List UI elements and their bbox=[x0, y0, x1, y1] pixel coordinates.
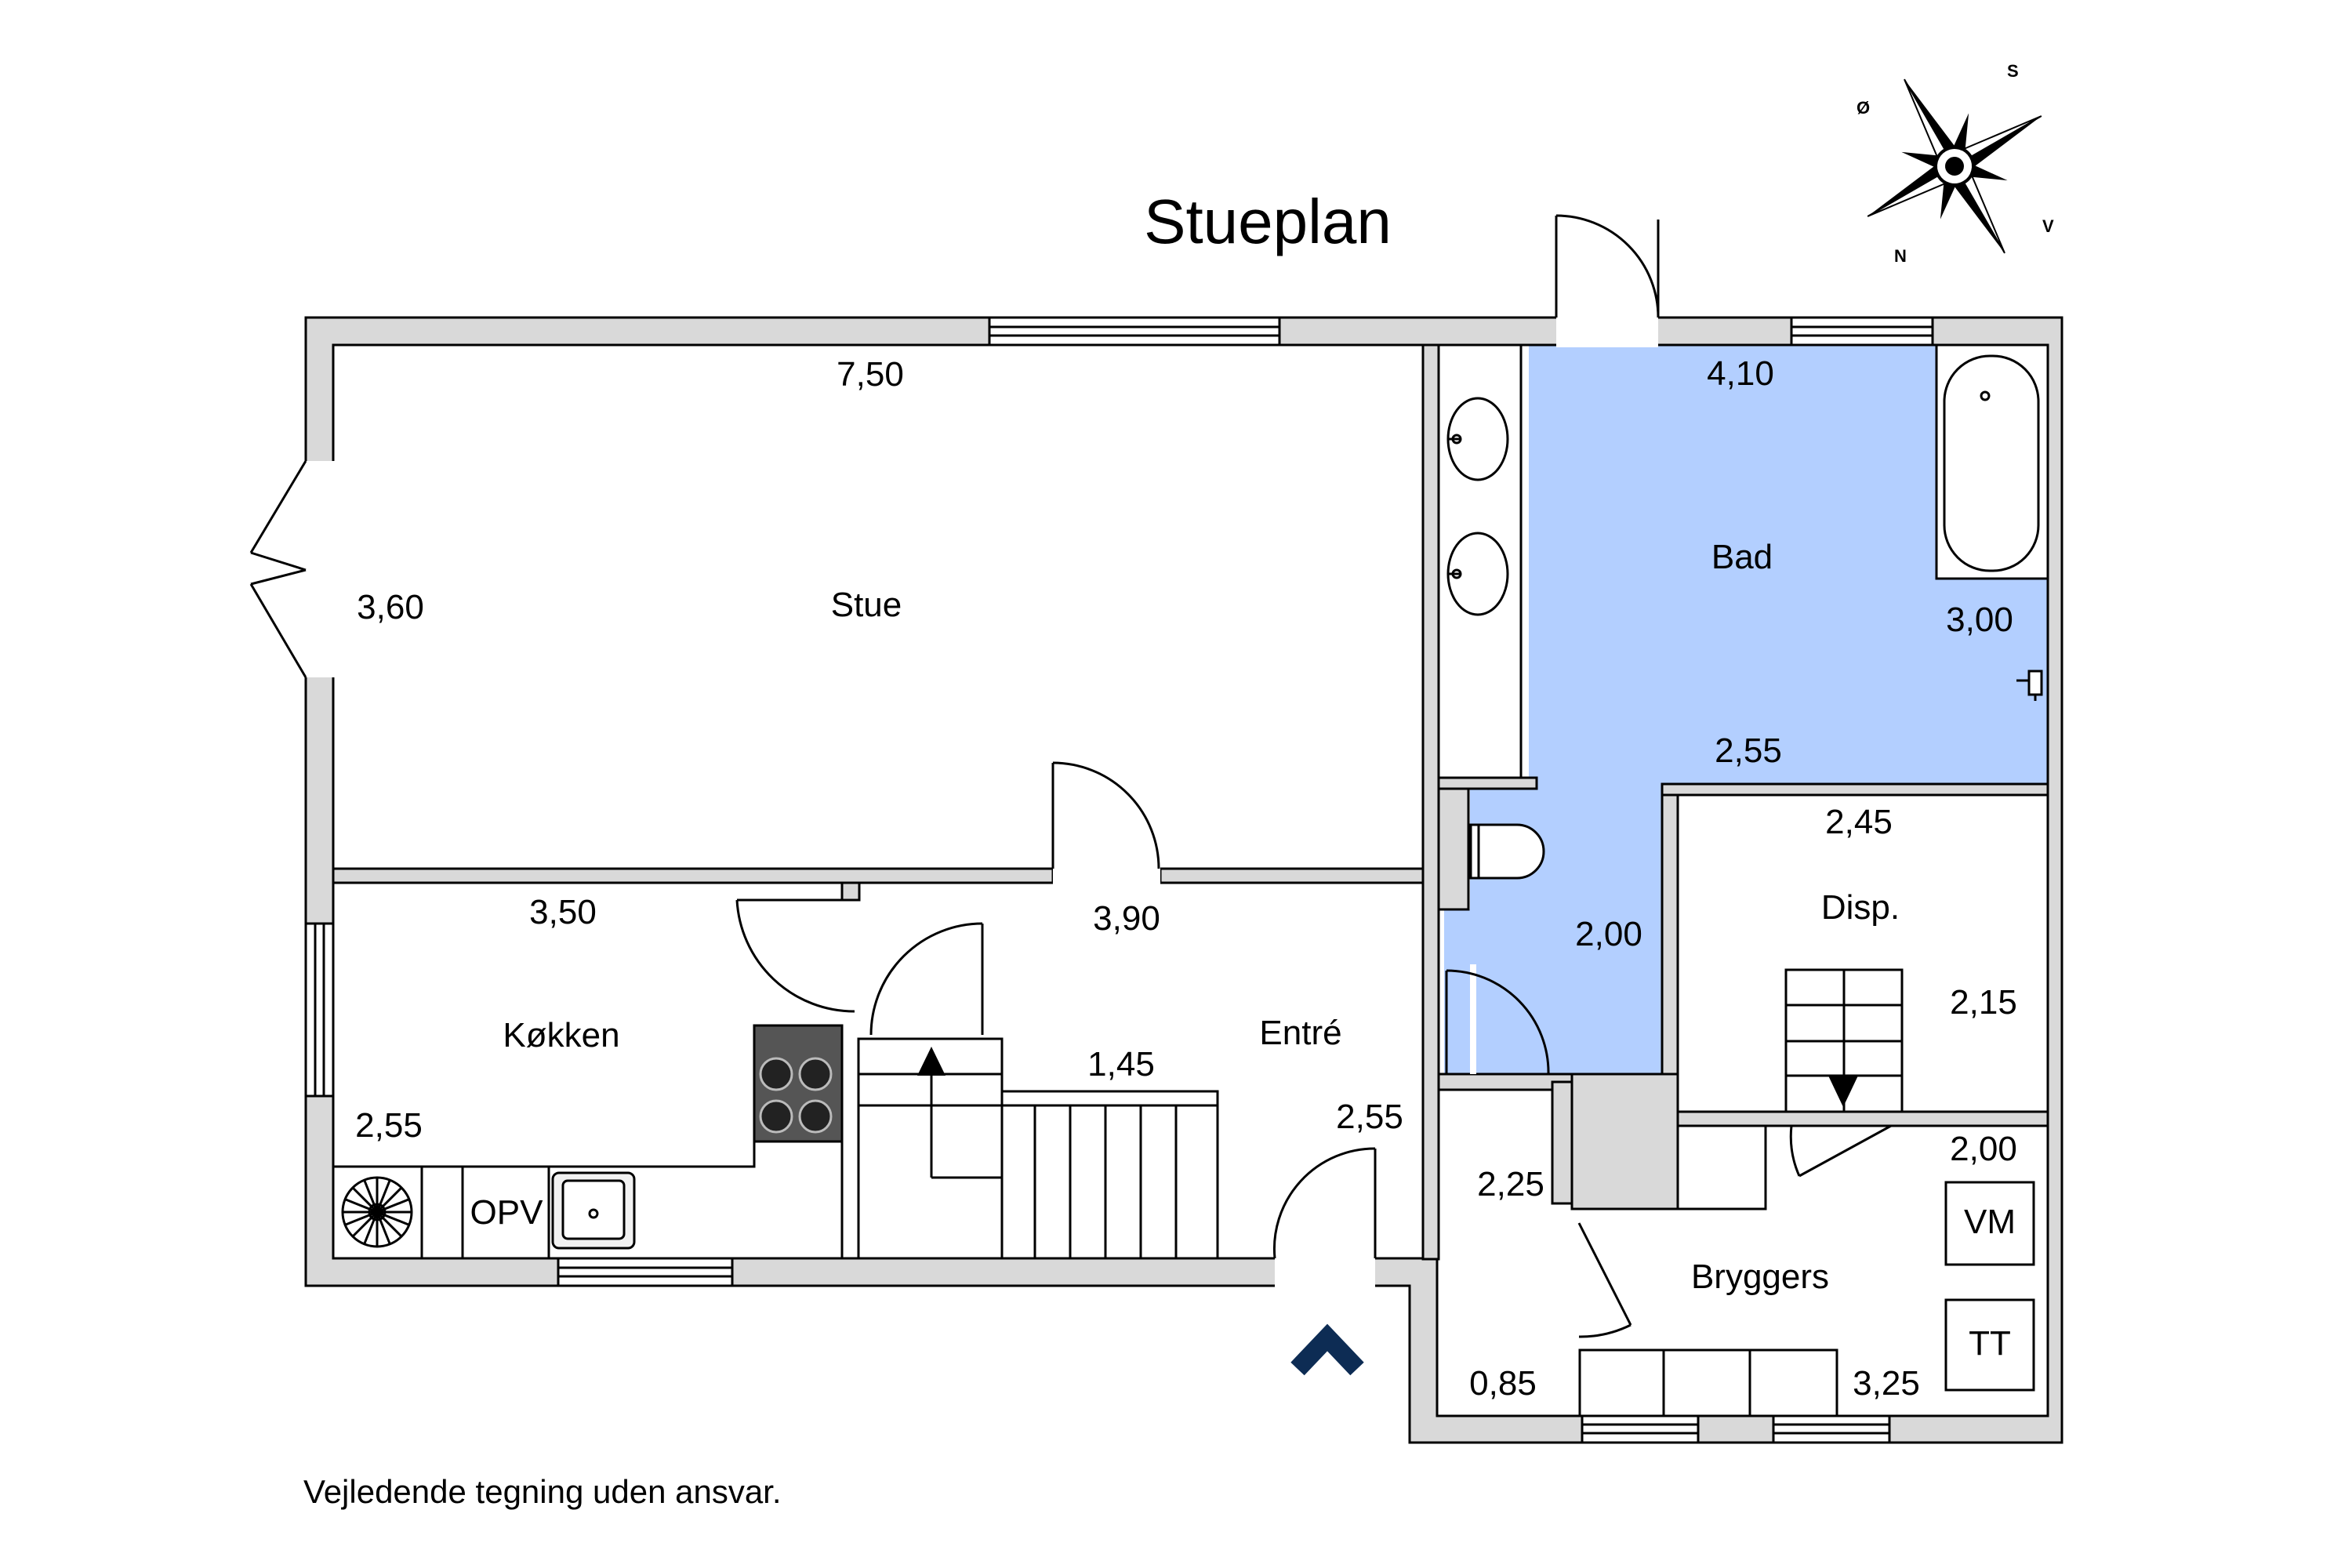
dim-entre-stair: 1,45 bbox=[1087, 1045, 1155, 1083]
compass-o: Ø bbox=[1857, 98, 1870, 118]
dim-bryggers-width: 3,25 bbox=[1853, 1364, 1920, 1403]
room-label-entre: Entré bbox=[1259, 1014, 1341, 1052]
dim-entre-height: 2,55 bbox=[1336, 1098, 1403, 1136]
stairs-entre bbox=[857, 1037, 1219, 1260]
bryggers-fixtures bbox=[1578, 1124, 2035, 1417]
compass-n: N bbox=[1894, 246, 1907, 266]
room-label-stue: Stue bbox=[831, 586, 902, 624]
interior-walls bbox=[332, 343, 2049, 1261]
dim-bad-passage: 2,00 bbox=[1575, 915, 1642, 953]
dim-hall-height: 2,25 bbox=[1477, 1165, 1544, 1203]
compass-v: V bbox=[2042, 216, 2054, 236]
door-openings bbox=[303, 315, 1658, 1288]
dim-bad-lower: 2,55 bbox=[1715, 731, 1782, 770]
dim-hall-width: 0,85 bbox=[1469, 1364, 1537, 1403]
page-title: Stueplan bbox=[1144, 187, 1392, 256]
fixture-label-tt: TT bbox=[1969, 1324, 2011, 1363]
dim-bad-width: 4,10 bbox=[1707, 354, 1774, 393]
range-hood-icon bbox=[341, 1176, 413, 1248]
doors bbox=[249, 214, 1892, 1338]
room-labels: Stue Bad Køkken Entré Disp. Bryggers bbox=[503, 538, 1900, 1296]
stair-arrow-down-icon bbox=[1828, 1076, 1858, 1107]
dim-bad-height: 3,00 bbox=[1946, 601, 2013, 639]
dim-stue-height: 3,60 bbox=[357, 588, 424, 626]
fixture-labels: OPV VM TT bbox=[470, 1193, 2016, 1363]
room-label-bryggers: Bryggers bbox=[1691, 1258, 1829, 1296]
dim-koekken-width: 3,50 bbox=[529, 893, 597, 931]
fixture-label-vm: VM bbox=[1964, 1203, 2016, 1241]
fixture-label-opv: OPV bbox=[470, 1193, 544, 1232]
room-label-bad: Bad bbox=[1711, 538, 1773, 576]
dim-stue-width: 7,50 bbox=[837, 355, 904, 394]
compass-icon bbox=[1867, 78, 2042, 254]
bathroom-highlight bbox=[1444, 345, 2048, 1074]
kitchen-fixtures bbox=[333, 1024, 844, 1258]
stair-arrow-up-icon bbox=[917, 1047, 946, 1076]
dim-bryggers-height: 2,00 bbox=[1950, 1130, 2017, 1168]
dim-disp-width: 2,45 bbox=[1825, 803, 1893, 841]
dimension-labels: 7,50 3,60 4,10 3,00 2,55 2,00 2,45 2,15 … bbox=[355, 354, 2017, 1403]
windows bbox=[304, 316, 1934, 1444]
dim-entre-width: 3,90 bbox=[1093, 899, 1160, 938]
dim-disp-height: 2,15 bbox=[1950, 983, 2017, 1022]
entrance-arrow-icon bbox=[1290, 1323, 1364, 1376]
room-label-koekken: Køkken bbox=[503, 1016, 619, 1054]
room-label-disp: Disp. bbox=[1821, 888, 1900, 927]
compass-s: S bbox=[2007, 61, 2019, 81]
dim-koekken-height: 2,55 bbox=[355, 1106, 423, 1145]
disclaimer: Vejledende tegning uden ansvar. bbox=[303, 1473, 782, 1510]
bath-fixtures bbox=[1437, 343, 2049, 880]
